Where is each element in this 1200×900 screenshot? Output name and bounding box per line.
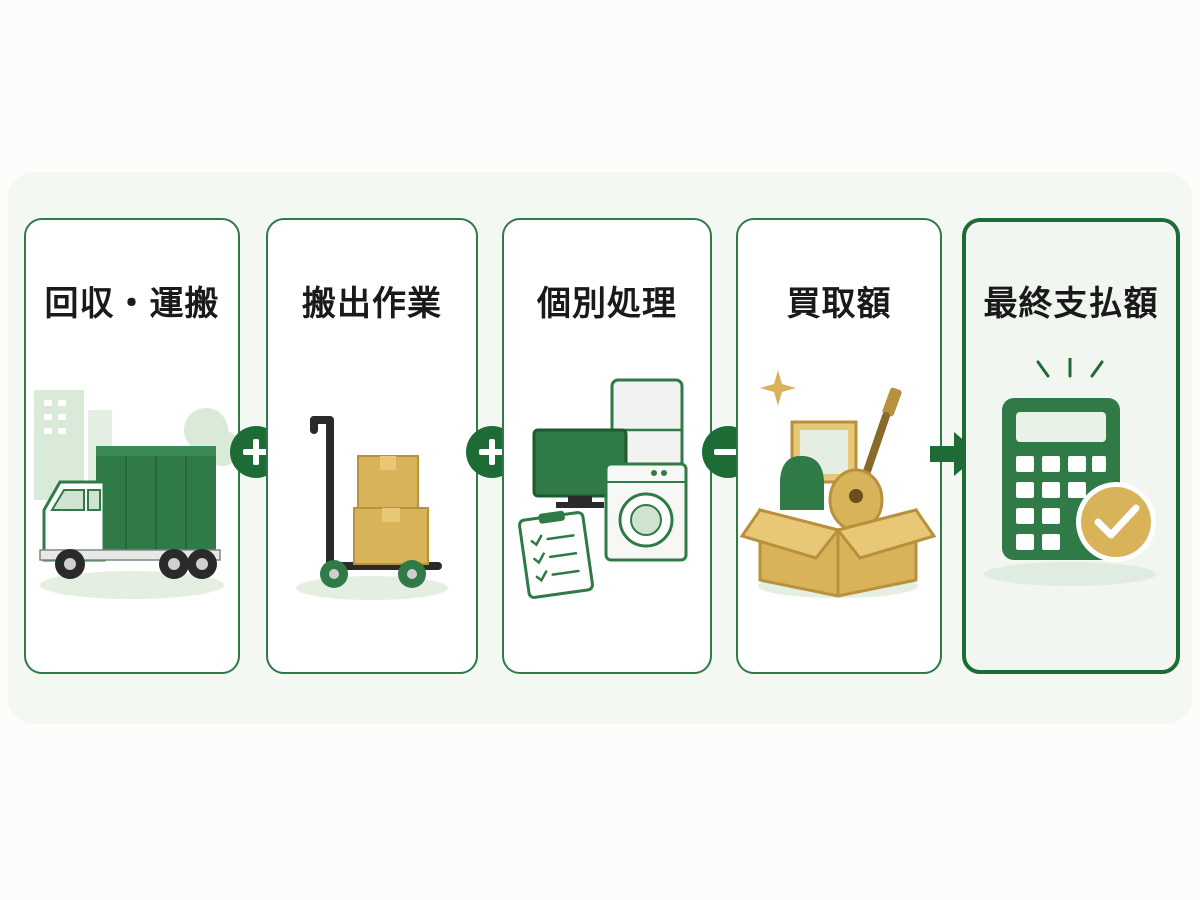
step-card-carry-out: 搬出作業 (266, 218, 478, 674)
step-title: 搬出作業 (302, 284, 442, 324)
calculator-illustration (984, 358, 1156, 586)
hand-truck-illustration (296, 416, 448, 600)
truck-illustration (34, 390, 238, 599)
step-card-collection: 回収・運搬 (24, 218, 240, 674)
buyback-box-illustration (739, 370, 937, 598)
step-title: 回収・運搬 (44, 284, 220, 324)
step-card-individual-processing: 個別処理 (502, 218, 712, 674)
step-card-final-payment: 最終支払額 (962, 218, 1180, 674)
step-title: 買取額 (786, 284, 892, 324)
appliances-illustration (518, 378, 688, 599)
step-title: 個別処理 (537, 284, 677, 324)
step-card-buyback-amount: 買取額 (736, 218, 942, 674)
step-title: 最終支払額 (983, 284, 1159, 324)
